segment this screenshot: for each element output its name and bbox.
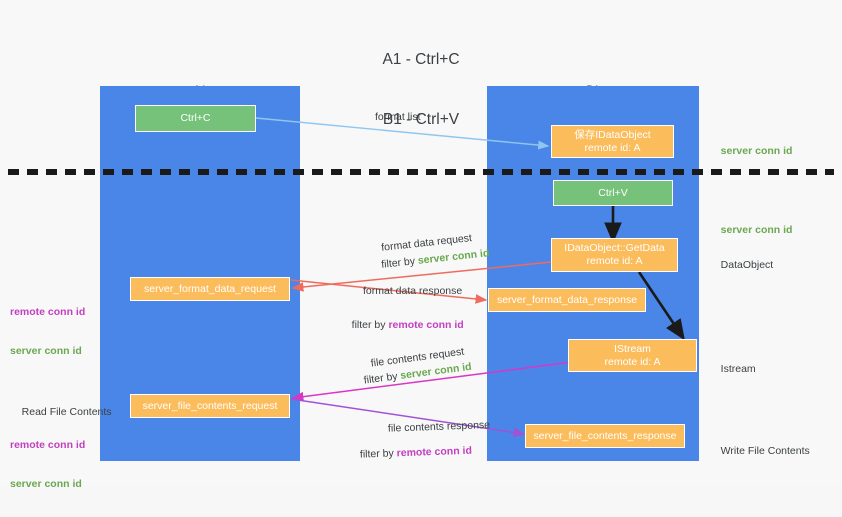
filter-prefix: filter by	[351, 319, 389, 331]
box-istream-line2: remote id: A	[604, 355, 661, 368]
box-save-idataobject-line2: remote id: A	[584, 141, 641, 154]
box-server-file-contents-request-label: server_file_contents_request	[142, 399, 278, 412]
right-label-dataobject: DataObject	[709, 246, 774, 285]
filter-prefix: filter by	[363, 369, 402, 387]
left-label-server-conn-id-1: server conn id	[10, 345, 82, 357]
box-server-format-data-request-label: server_format_data_request	[144, 282, 276, 295]
right-label-istream-text: Istream	[720, 363, 756, 375]
box-idataobject-getdata[interactable]: IDataObject::GetData remote id: A	[551, 238, 678, 272]
diagram-canvas: A1 - Ctrl+C B1 - Ctrl+V A1 remote B1 con…	[8, 51, 834, 490]
box-ctrl-c-label: Ctrl+C	[180, 112, 211, 124]
title-line-1: A1 - Ctrl+C	[382, 51, 460, 68]
left-label-conn-ids-2: remote conn id server conn id	[10, 413, 85, 517]
box-istream[interactable]: IStream remote id: A	[568, 339, 697, 372]
left-label-remote-conn-id-2: remote conn id	[10, 439, 86, 451]
left-label-read-file-contents: Read File Contents	[10, 393, 112, 432]
filter-key-remote-conn-id: remote conn id	[388, 319, 464, 331]
box-server-file-contents-response-label: server_file_contents_response	[533, 429, 677, 442]
filter-key-server-conn-id: server conn id	[399, 360, 473, 382]
box-ctrl-c[interactable]: Ctrl+C	[135, 105, 256, 132]
box-ctrl-v-label: Ctrl+V	[598, 186, 628, 199]
filter-key-remote-conn-id: remote conn id	[396, 444, 473, 460]
left-label-remote-conn-id-1: remote conn id	[10, 306, 86, 318]
filter-prefix: filter by	[380, 254, 419, 271]
box-idataobject-getdata-line1: IDataObject::GetData	[564, 242, 665, 254]
box-server-file-contents-request[interactable]: server_file_contents_request	[130, 394, 290, 418]
filter-prefix: filter by	[359, 447, 397, 461]
right-label-istream: Istream	[709, 350, 756, 389]
right-label-server-conn-id-top-text: server conn id	[720, 145, 793, 157]
box-save-idataobject-line1: 保存IDataObject	[574, 128, 651, 141]
right-label-write-file-contents: Write File Contents	[709, 432, 810, 471]
right-label-write-file-contents-text: Write File Contents	[720, 445, 810, 457]
box-server-format-data-response-label: server_format_data_response	[496, 293, 638, 306]
box-server-file-contents-response[interactable]: server_file_contents_response	[525, 424, 685, 448]
left-label-read-file-contents-text: Read File Contents	[21, 406, 112, 418]
filter-key-server-conn-id: server conn id	[417, 247, 490, 267]
caption-format-list: format list	[375, 111, 421, 123]
box-ctrl-v[interactable]: Ctrl+V	[553, 180, 673, 206]
left-label-conn-ids-1: remote conn id server conn id	[10, 280, 85, 384]
right-label-server-conn-id-second: server conn id	[709, 211, 793, 250]
box-server-format-data-request[interactable]: server_format_data_request	[130, 277, 290, 301]
box-save-idataobject[interactable]: 保存IDataObject remote id: A	[551, 125, 674, 158]
left-label-server-conn-id-2: server conn id	[10, 478, 82, 490]
caption-format-data-response: format data response	[363, 285, 463, 297]
caption-format-data-response-filter: filter by remote conn id	[340, 304, 464, 346]
right-label-server-conn-id-second-text: server conn id	[720, 224, 793, 236]
caption-file-contents-response-filter: filter by remote conn id	[348, 430, 473, 476]
box-istream-line1: IStream	[614, 342, 651, 355]
right-label-dataobject-text: DataObject	[720, 259, 774, 271]
box-server-format-data-response[interactable]: server_format_data_response	[488, 288, 646, 312]
right-label-server-conn-id-top: server conn id	[709, 132, 793, 171]
box-idataobject-getdata-line2: remote id: A	[586, 255, 643, 267]
